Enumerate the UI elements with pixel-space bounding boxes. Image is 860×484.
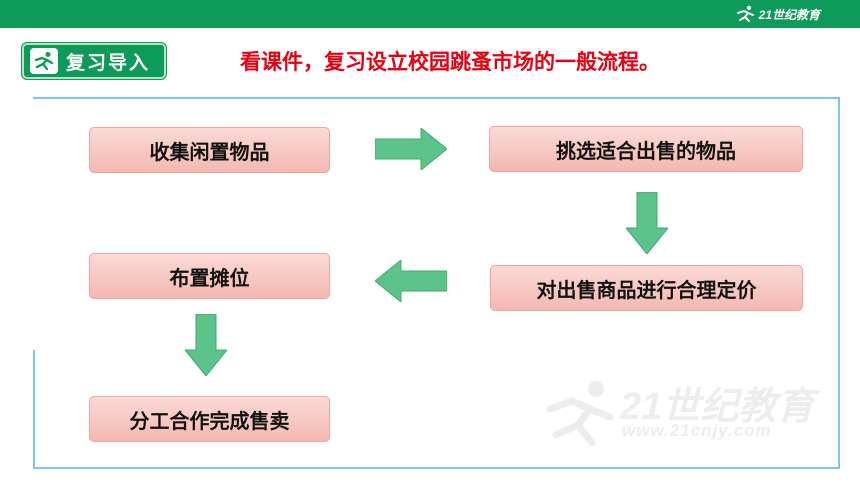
brand-text: 21世纪教育 bbox=[758, 7, 820, 22]
watermark: 21世纪教育 www.21cnjy.com bbox=[540, 375, 840, 455]
brand-logo: 21世纪教育 bbox=[734, 4, 820, 24]
frame-border-bottom bbox=[33, 467, 840, 469]
frame-border-left bbox=[33, 350, 35, 469]
watermark-text: 21世纪教育 bbox=[620, 386, 815, 428]
runner-icon bbox=[30, 48, 58, 74]
frame-border-right bbox=[838, 97, 840, 469]
top-bar: 21世纪教育 bbox=[0, 0, 860, 28]
flow-step-select: 挑选适合出售的物品 bbox=[489, 126, 803, 172]
arrow-right-icon bbox=[375, 128, 447, 170]
flow-step-pricing: 对出售商品进行合理定价 bbox=[490, 265, 803, 311]
section-badge: 复习导入 bbox=[22, 43, 166, 79]
page-heading: 看课件，复习设立校园跳蚤市场的一般流程。 bbox=[240, 50, 660, 74]
flow-step-setup-stall: 布置摊位 bbox=[89, 253, 330, 299]
watermark-url: www.21cnjy.com bbox=[622, 421, 772, 440]
watermark-runner-icon bbox=[546, 381, 614, 447]
arrow-left-icon bbox=[375, 260, 447, 302]
runner-logo-icon bbox=[736, 5, 754, 22]
arrow-down-icon bbox=[626, 192, 668, 254]
section-badge-label: 复习导入 bbox=[66, 51, 151, 74]
arrow-down-icon bbox=[185, 314, 227, 376]
frame-border-top bbox=[33, 97, 840, 99]
flow-step-collect: 收集闲置物品 bbox=[89, 127, 330, 173]
flow-step-teamwork-sale: 分工合作完成售卖 bbox=[89, 396, 330, 442]
